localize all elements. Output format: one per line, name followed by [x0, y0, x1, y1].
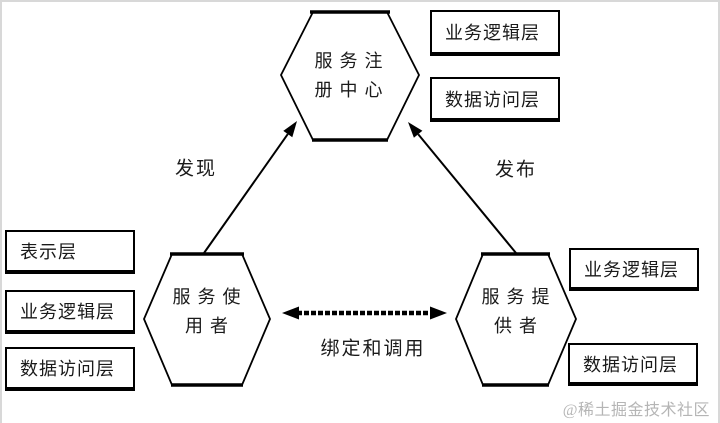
consumer-layer-box-presentation: 表示层 [5, 230, 135, 274]
provider-layer-box-data-access: 数据访问层 [568, 343, 698, 386]
provider-node-label: 服务提 供者 [482, 283, 557, 341]
watermark-text: @稀土掘金技术社区 [562, 402, 710, 419]
registry-node-line2: 册中心 [314, 80, 390, 100]
publish-arrow [408, 122, 517, 254]
registry-node-line1: 服务注 [314, 51, 390, 71]
registry-node-label: 服务注 册中心 [315, 47, 390, 105]
discover-arrow [203, 121, 297, 254]
registry-layer-box-business-logic: 业务逻辑层 [430, 10, 560, 56]
consumer-node-line2: 用者 [185, 316, 235, 336]
layer-label: 数据访问层 [20, 359, 115, 379]
provider-layer-box-business-logic: 业务逻辑层 [569, 248, 699, 291]
bind-invoke-edge-label: 绑定和调用 [320, 338, 426, 360]
provider-hexagon [455, 252, 577, 387]
layer-label: 数据访问层 [445, 89, 540, 110]
layer-label: 表示层 [20, 242, 77, 262]
discover-edge-label: 发现 [174, 158, 218, 180]
consumer-node-label: 服务使 用者 [173, 283, 248, 341]
layer-label: 业务逻辑层 [20, 302, 115, 322]
registry-hexagon [279, 10, 421, 142]
consumer-hexagon [143, 252, 271, 387]
publish-edge-label: 发布 [494, 159, 538, 181]
registry-layer-box-data-access: 数据访问层 [430, 77, 560, 122]
layer-label: 业务逻辑层 [584, 259, 679, 280]
bind-invoke-arrow [282, 306, 447, 320]
provider-node-line1: 服务提 [481, 287, 557, 307]
layer-label: 数据访问层 [583, 354, 678, 375]
layer-label: 业务逻辑层 [445, 23, 540, 43]
consumer-layer-box-business-logic: 业务逻辑层 [5, 290, 135, 334]
consumer-layer-box-data-access: 数据访问层 [5, 347, 135, 391]
provider-node-line2: 供者 [494, 316, 544, 336]
consumer-node-line1: 服务使 [172, 287, 248, 307]
